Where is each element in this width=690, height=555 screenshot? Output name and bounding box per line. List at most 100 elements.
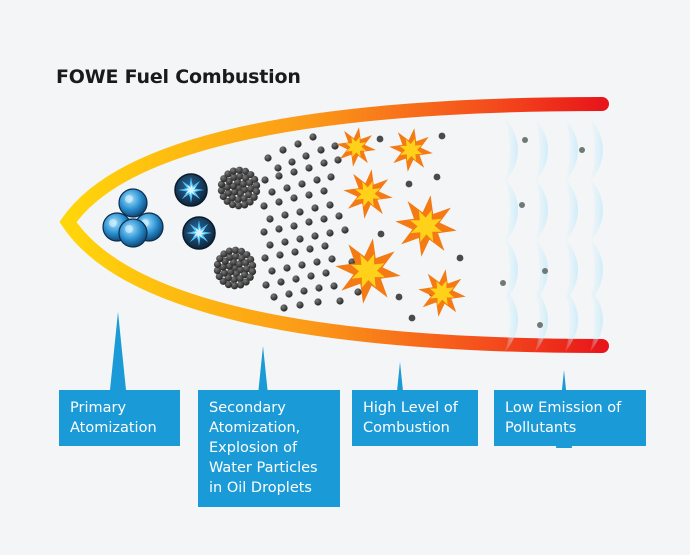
particle: [260, 202, 268, 210]
particle: [377, 230, 385, 238]
particle: [300, 287, 308, 295]
particle: [307, 272, 315, 280]
water-droplet-cluster-icon: [102, 188, 164, 248]
emission-wave-icon: [565, 178, 578, 242]
particle: [433, 173, 441, 181]
particle: [313, 258, 321, 266]
pointer-primary: [110, 312, 126, 390]
particle: [275, 198, 283, 206]
callout-line: Secondary: [209, 400, 286, 416]
particle: [500, 280, 506, 286]
particle: [290, 168, 298, 176]
emission-wave-icon: [535, 238, 548, 302]
emission-wave-icon: [535, 178, 548, 242]
particle: [341, 226, 349, 234]
particle: [311, 204, 319, 212]
particle: [270, 293, 278, 301]
particle: [266, 215, 274, 223]
emission-wave-icon: [590, 288, 603, 352]
diagram-title: FOWE Fuel Combustion: [56, 66, 301, 88]
callout-line: Pollutants: [505, 420, 577, 436]
particle: [294, 140, 302, 148]
particle: [334, 156, 342, 164]
particle: [317, 146, 325, 154]
callout-high-combustion: High Level of Combustion: [352, 390, 478, 446]
callout-line: Explosion of: [209, 440, 298, 456]
particle: [283, 184, 291, 192]
particle: [438, 132, 446, 140]
particle: [266, 241, 274, 249]
emission-wave-icon: [590, 118, 603, 182]
water-droplet: [118, 188, 148, 218]
particle: [264, 154, 272, 162]
particle: [311, 232, 319, 240]
oil-droplet-cluster: [213, 166, 261, 290]
particle: [330, 282, 338, 290]
particle: [261, 176, 269, 184]
particle: [280, 304, 288, 312]
particle: [336, 297, 344, 305]
particle: [281, 211, 289, 219]
particle: [313, 176, 321, 184]
emission-wave-icon: [565, 238, 578, 302]
particle: [314, 298, 322, 306]
particle: [326, 229, 334, 237]
emission-wave-icon: [565, 288, 578, 352]
particle: [291, 248, 299, 256]
water-droplet: [118, 218, 148, 248]
particle: [296, 208, 304, 216]
particle: [283, 264, 291, 272]
callout-line: High Level of: [363, 400, 458, 416]
callout-primary-atomization: Primary Atomization: [59, 390, 180, 446]
emission-wave-icon: [505, 178, 518, 242]
explosion-star-icon: [418, 269, 466, 317]
particle: [537, 322, 543, 328]
emission-wave-icon: [505, 238, 518, 302]
particle: [328, 255, 336, 263]
spark-burst-icon: [174, 173, 208, 207]
particle: [296, 235, 304, 243]
particle: [315, 284, 323, 292]
particle: [306, 245, 314, 253]
particle: [522, 137, 528, 143]
callout-line: Primary: [70, 400, 127, 416]
emission-wave-icon: [535, 118, 548, 182]
particle: [320, 187, 328, 195]
callout-line: Atomization,: [209, 420, 301, 436]
emission-wave-icon: [535, 288, 548, 352]
particle: [335, 212, 343, 220]
particle: [322, 269, 330, 277]
particle: [298, 180, 306, 188]
particle: [275, 225, 283, 233]
explosion-star-icon: [389, 128, 433, 172]
particle: [321, 242, 329, 250]
callout-low-emission: Low Emission of Pollutants: [494, 390, 646, 446]
particle: [405, 180, 413, 188]
particle: [320, 215, 328, 223]
particle: [305, 191, 313, 199]
particle: [281, 238, 289, 246]
particle: [274, 164, 282, 172]
emission-wave-icon: [590, 238, 603, 302]
spark-burst-icon: [174, 173, 216, 250]
callout-line: Low Emission of: [505, 400, 622, 416]
particle: [296, 301, 304, 309]
particle: [290, 222, 298, 230]
oil-droplet: [213, 246, 257, 290]
particle: [292, 275, 300, 283]
emission-wave-icon: [505, 288, 518, 352]
particle: [327, 173, 335, 181]
particle: [262, 281, 270, 289]
callout-line: Atomization: [70, 420, 157, 436]
particle: [302, 152, 310, 160]
explosion-star-icon: [335, 238, 401, 304]
callout-line: Combustion: [363, 420, 450, 436]
particle: [290, 194, 298, 202]
particle: [320, 159, 328, 167]
oil-droplet: [217, 166, 261, 210]
particle: [279, 146, 287, 154]
particle: [331, 142, 339, 150]
emission-wave-icon: [500, 118, 603, 352]
particle: [288, 158, 296, 166]
